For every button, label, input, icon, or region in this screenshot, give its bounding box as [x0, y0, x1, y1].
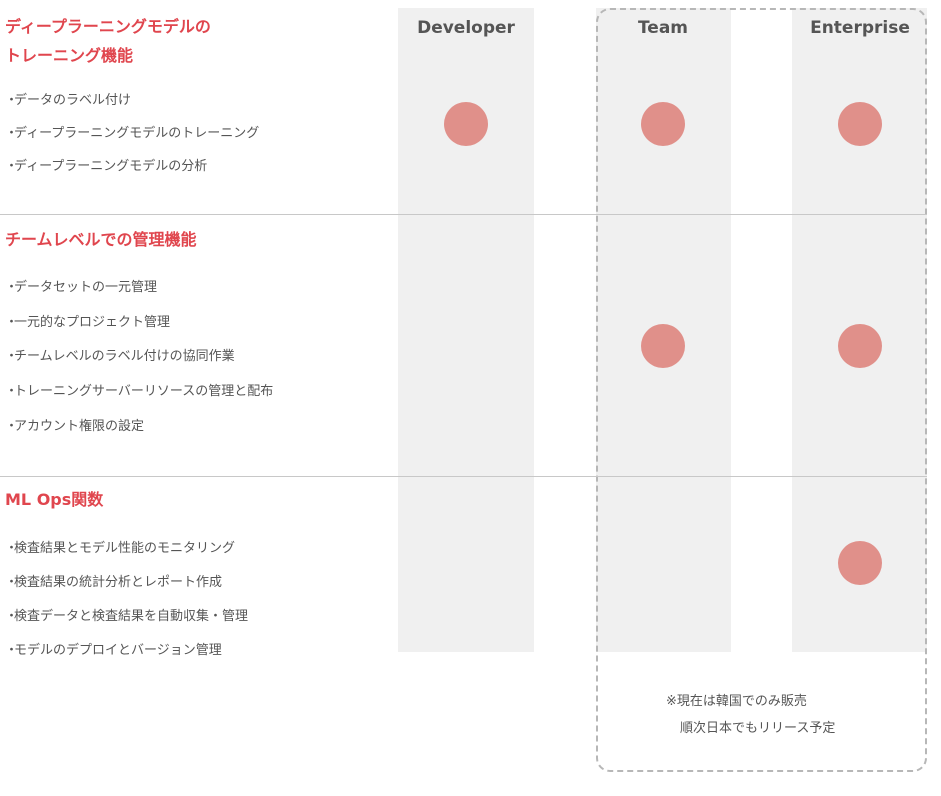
- feature-label: チームレベルのラベル付けの協同作業: [14, 349, 235, 364]
- section-title-line: ML Ops関数: [5, 490, 104, 509]
- section-title-mlops: ML Ops関数: [5, 485, 103, 514]
- bullet-icon: ・: [5, 575, 19, 590]
- feature-item: ・検査データと検査結果を自動収集・管理: [5, 605, 248, 624]
- section-divider: [0, 214, 927, 215]
- bullet-icon: ・: [5, 609, 19, 624]
- feature-label: 一元的なプロジェクト管理: [14, 315, 171, 330]
- feature-item: ・検査結果とモデル性能のモニタリング: [5, 537, 235, 556]
- feature-label: アカウント権限の設定: [14, 419, 145, 434]
- feature-item: ・データのラベル付け: [5, 89, 131, 108]
- feature-item: ・検査結果の統計分析とレポート作成: [5, 571, 222, 590]
- bullet-icon: ・: [5, 419, 19, 434]
- availability-note-line2: 順次日本でもリリース予定: [680, 721, 836, 736]
- feature-label: データのラベル付け: [14, 93, 132, 108]
- bullet-icon: ・: [5, 541, 19, 556]
- available-dot-enterprise-mlops: [838, 541, 882, 585]
- available-dot-team-management: [641, 324, 685, 368]
- feature-item: ・一元的なプロジェクト管理: [5, 311, 170, 330]
- feature-item: ・ディープラーニングモデルの分析: [5, 155, 207, 174]
- bullet-icon: ・: [5, 315, 19, 330]
- bullet-icon: ・: [5, 126, 19, 141]
- feature-label: 検査結果の統計分析とレポート作成: [14, 575, 223, 590]
- feature-item: ・ディープラーニングモデルのトレーニング: [5, 122, 259, 141]
- section-title-line: チームレベルでの管理機能: [5, 230, 197, 249]
- bullet-icon: ・: [5, 384, 19, 399]
- available-dot-enterprise-training: [838, 102, 882, 146]
- section-title-line: ディープラーニングモデルの: [5, 17, 211, 36]
- column-header-enterprise: Enterprise: [810, 18, 910, 38]
- feature-label: トレーニングサーバーリソースの管理と配布: [14, 384, 274, 399]
- section-title-line: トレーニング機能: [5, 46, 134, 65]
- bullet-icon: ・: [5, 349, 19, 364]
- bullet-icon: ・: [5, 159, 19, 174]
- feature-label: ディープラーニングモデルのトレーニング: [14, 126, 260, 141]
- bullet-icon: ・: [5, 643, 19, 658]
- bullet-icon: ・: [5, 280, 19, 295]
- team-enterprise-outline: [596, 8, 927, 772]
- section-title-training: ディープラーニングモデルの トレーニング機能: [5, 12, 211, 70]
- column-header-developer: Developer: [417, 18, 515, 38]
- section-title-team-management: チームレベルでの管理機能: [5, 225, 197, 254]
- feature-label: データセットの一元管理: [14, 280, 158, 295]
- feature-item: ・モデルのデプロイとバージョン管理: [5, 639, 222, 658]
- availability-note-line1: ※現在は韓国でのみ販売: [666, 694, 807, 709]
- feature-label: ディープラーニングモデルの分析: [14, 159, 208, 174]
- column-header-team: Team: [637, 18, 689, 38]
- feature-label: モデルのデプロイとバージョン管理: [14, 643, 222, 658]
- feature-label: 検査結果とモデル性能のモニタリング: [14, 541, 236, 556]
- available-dot-enterprise-management: [838, 324, 882, 368]
- feature-label: 検査データと検査結果を自動収集・管理: [14, 609, 249, 624]
- section-divider: [0, 476, 927, 477]
- feature-item: ・チームレベルのラベル付けの協同作業: [5, 345, 235, 364]
- feature-item: ・トレーニングサーバーリソースの管理と配布: [5, 380, 273, 399]
- feature-item: ・アカウント権限の設定: [5, 415, 144, 434]
- bullet-icon: ・: [5, 93, 19, 108]
- available-dot-developer-training: [444, 102, 488, 146]
- available-dot-team-training: [641, 102, 685, 146]
- feature-item: ・データセットの一元管理: [5, 276, 157, 295]
